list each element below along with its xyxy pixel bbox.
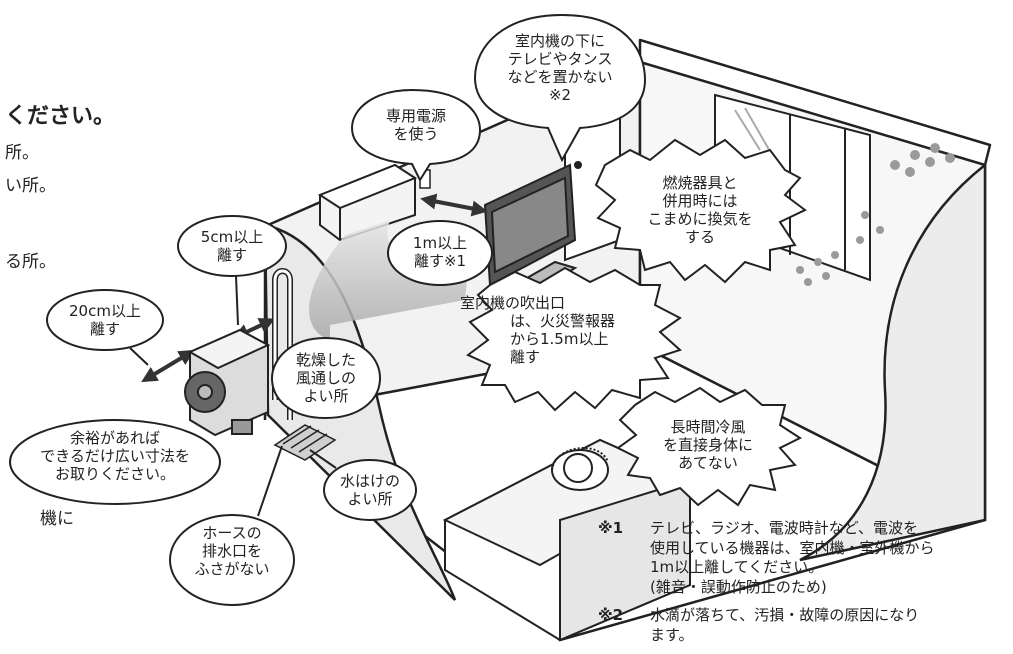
- bubble-hose-text: ホースの排水口をふさがない: [194, 524, 269, 578]
- bubble-spare-space-text: 余裕があればできるだけ広い寸法をお取りください。: [40, 429, 190, 483]
- bubble-no-tv-under-text: 室内機の下にテレビやタンスなどを置かない※2: [507, 32, 612, 104]
- bubble-20cm-text: 20cm以上離す: [69, 302, 141, 338]
- note-2-mark: ※2: [598, 606, 624, 624]
- bubble-5cm: [177, 215, 287, 277]
- bubble-1m: [387, 220, 493, 286]
- bed: [442, 438, 693, 642]
- airflow-arrow: [309, 220, 470, 340]
- bubble-spare-space: [9, 419, 221, 505]
- note-1-mark: ※1: [598, 519, 624, 537]
- drain-grate: [273, 424, 337, 461]
- bubble-cold-wind-text: 長時間冷風を直接身体にあてない: [663, 418, 753, 472]
- left-line-4: 機に: [40, 509, 74, 529]
- cutaway-wall-right: [799, 162, 987, 562]
- bubble-cold-wind: [616, 386, 803, 507]
- bubble-20cm: [46, 289, 164, 351]
- bubble-dry-place: [270, 336, 382, 420]
- left-heading: ください。: [5, 104, 116, 129]
- bubble-dry-place-text: 乾燥した風通しのよい所: [296, 351, 356, 405]
- bubble-dedicated-power: [350, 88, 482, 183]
- bubble-5cm-text: 5cm以上離す: [201, 228, 263, 264]
- bubble-fire-alarm: [466, 266, 682, 412]
- bubble-drainage: [323, 459, 417, 521]
- indoor-unit: [317, 163, 418, 242]
- bubble-1m-text: 1m以上離す※1: [413, 234, 467, 270]
- bubble-fire-alarm-text: 室内機の吹出口は、火災警報器から1.5m以上離す: [460, 294, 615, 366]
- television: [483, 163, 578, 292]
- bubble-drainage-text: 水はけのよい所: [340, 472, 400, 508]
- left-line-3: る所。: [5, 252, 56, 272]
- bubble-combustion: [594, 138, 807, 284]
- bubble-combustion-text: 燃焼器具と併用時にはこまめに換気をする: [647, 174, 752, 246]
- left-line-1: 所。: [5, 143, 39, 163]
- note-1-text: テレビ、ラジオ、電波時計など、電波を 使用している機器は、室内機・室外機から 1…: [650, 519, 935, 596]
- left-line-2: い所。: [5, 176, 56, 196]
- outdoor-dots: [796, 143, 955, 286]
- note-2-text: 水滴が落ちて、汚損・故障の原因になり ます。: [650, 606, 920, 644]
- outdoor-unit: [184, 268, 293, 437]
- bubble-no-tv-under: [473, 13, 647, 163]
- bubble-dedicated-power-text: 専用電源を使う: [386, 107, 446, 143]
- bubble-hose: [169, 514, 295, 606]
